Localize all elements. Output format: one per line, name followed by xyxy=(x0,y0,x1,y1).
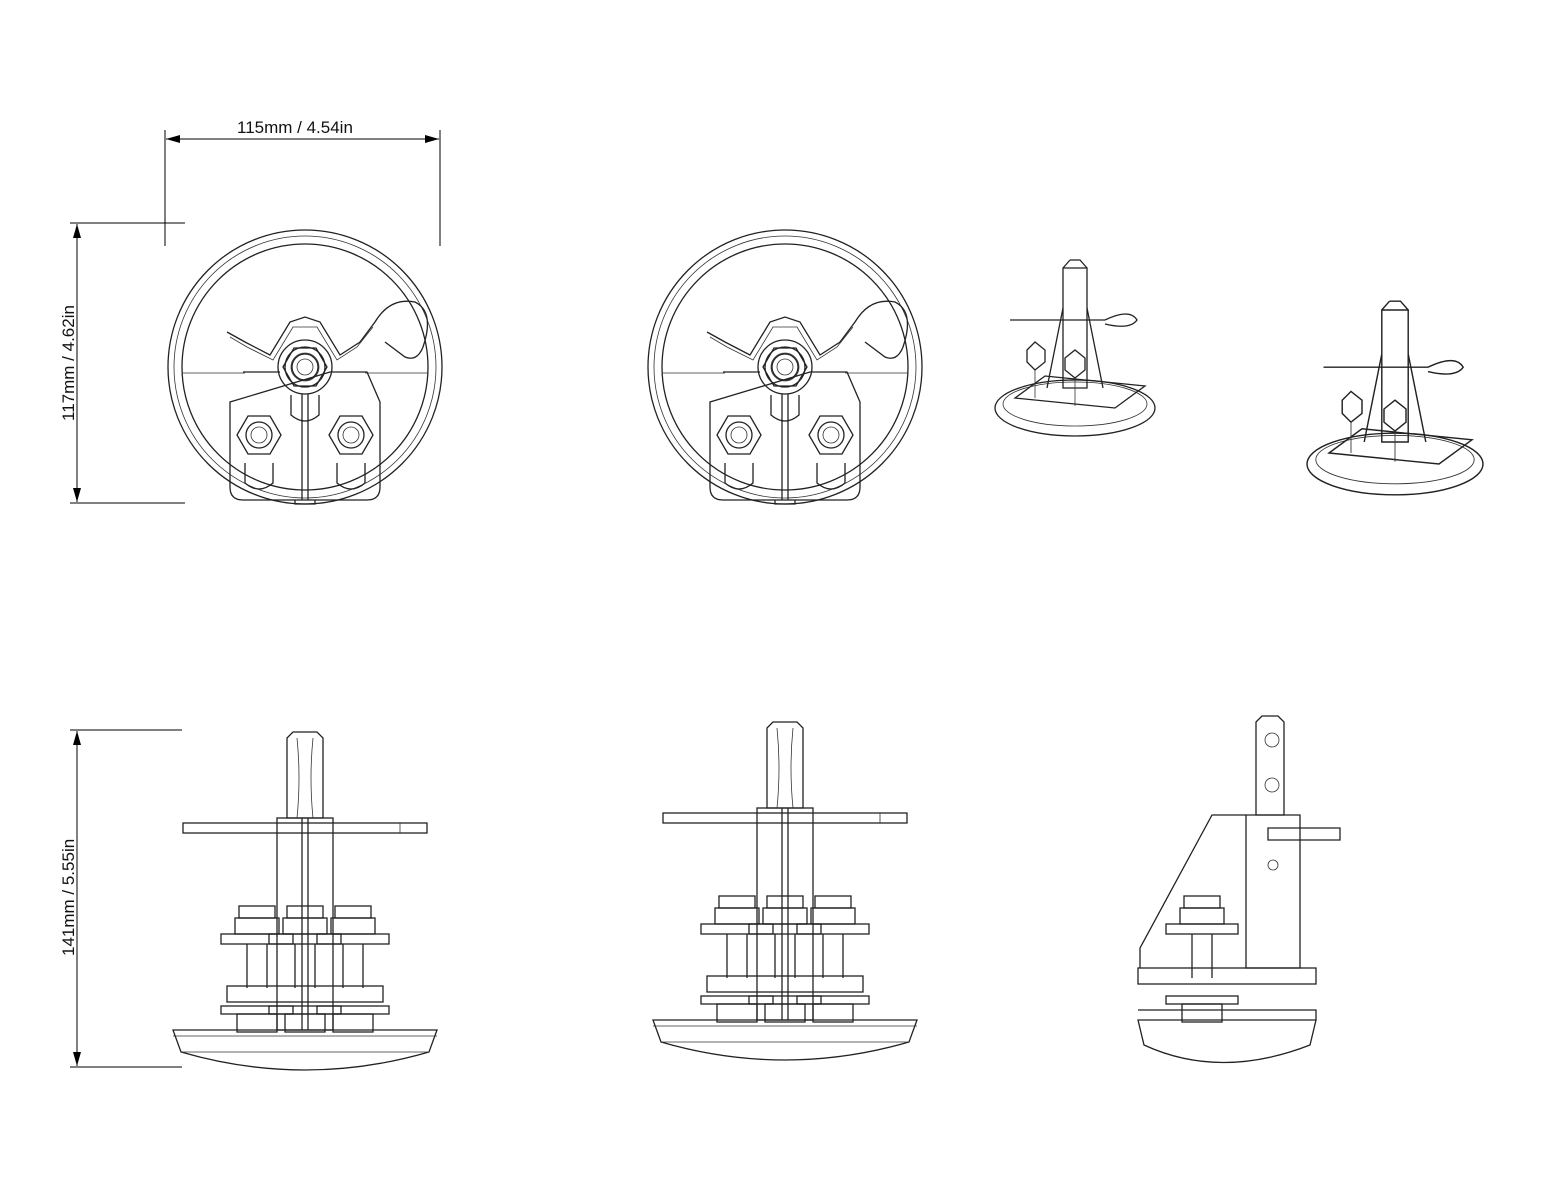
front-view-2 xyxy=(648,230,922,504)
side-view-3 xyxy=(1137,715,1341,1064)
side-height-dimension xyxy=(70,729,182,1068)
front-view-1 xyxy=(168,230,442,504)
side-view-2 xyxy=(653,722,917,1060)
front-height-dimension-label: 117mm / 4.62in xyxy=(59,305,78,421)
width-dimension xyxy=(164,130,441,246)
side-height-dimension-label: 141mm / 5.55in xyxy=(59,838,78,956)
width-dimension-label: 115mm / 4.54in xyxy=(237,118,353,137)
side-view-1 xyxy=(173,732,437,1070)
isometric-view-2 xyxy=(1306,300,1484,496)
front-height-dimension xyxy=(70,222,185,504)
isometric-view-1 xyxy=(994,259,1156,437)
